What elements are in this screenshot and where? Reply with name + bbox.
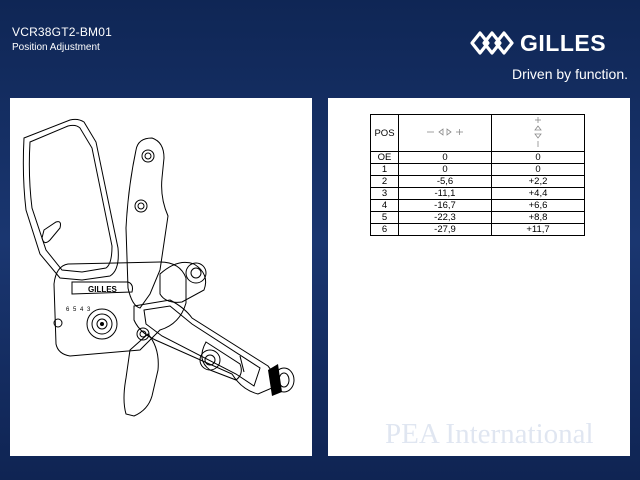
bolt-left xyxy=(53,318,63,328)
upper-link xyxy=(159,261,207,303)
position-number-4: 4 xyxy=(80,307,84,313)
bracket-hole-mid xyxy=(134,199,148,213)
cell-pos: 5 xyxy=(370,211,399,224)
table-row: OE 0 0 xyxy=(370,151,585,164)
bracket-hole-top-inner xyxy=(144,152,152,160)
heel-plate-slot xyxy=(41,221,61,244)
peg-rubber-band xyxy=(268,364,282,396)
heel-plate-outline xyxy=(22,118,119,281)
adjuster-cam-inner xyxy=(96,318,108,330)
cell-vertical: 0 xyxy=(491,151,585,164)
lower-link xyxy=(201,341,242,381)
table-row: 6 -27,9 +11,7 xyxy=(370,223,585,236)
cell-pos: 2 xyxy=(370,175,399,188)
position-number-3: 3 xyxy=(87,307,91,313)
bracket-outline xyxy=(125,137,169,309)
bracket-hole-mid-inner xyxy=(137,202,145,210)
cell-vertical: +6,6 xyxy=(491,199,585,212)
cell-pos: 1 xyxy=(370,163,399,176)
adjuster-cam-hub xyxy=(100,322,104,326)
heel-plate-inner xyxy=(28,124,113,273)
cell-vertical: +2,2 xyxy=(491,175,585,188)
bolt-lever xyxy=(136,327,150,341)
horizontal-adjust-arrows-icon xyxy=(427,127,463,136)
header: VCR38GT2-BM01 Position Adjustment xyxy=(12,25,112,53)
cell-horizontal: -27,9 xyxy=(398,223,492,236)
pivot-top-right xyxy=(185,262,207,284)
gilles-logo-icon xyxy=(470,31,514,55)
watermark: PEA International xyxy=(385,418,594,450)
position-number-5: 5 xyxy=(73,307,77,313)
pivot-bottom xyxy=(199,349,221,371)
adjuster-cam-outer xyxy=(86,308,118,340)
cell-vertical: +4,4 xyxy=(491,187,585,200)
cell-pos: 6 xyxy=(370,223,399,236)
cell-pos: 4 xyxy=(370,199,399,212)
cell-vertical: +8,8 xyxy=(491,211,585,224)
main-plate-outline xyxy=(53,261,187,357)
cell-horizontal: -16,7 xyxy=(398,199,492,212)
emboss-band xyxy=(71,281,133,295)
adjuster-cam-mid xyxy=(91,313,113,335)
table-row: 4 -16,7 +6,6 xyxy=(370,199,585,212)
brand-block: GILLES Driven by function. xyxy=(468,28,628,88)
brand-name: GILLES xyxy=(520,30,607,56)
bolt-lever-inner xyxy=(139,330,147,338)
emboss-text: GILLES xyxy=(88,285,118,294)
page-subtitle: Position Adjustment xyxy=(12,42,100,53)
pivot-bottom-inner xyxy=(204,354,216,366)
pivot-top-right-inner xyxy=(190,267,202,279)
cell-horizontal: -22,3 xyxy=(398,211,492,224)
header-horizontal xyxy=(398,114,492,152)
cell-vertical: 0 xyxy=(491,163,585,176)
position-adjustment-table: POS xyxy=(370,114,585,236)
cell-pos: 3 xyxy=(370,187,399,200)
product-code-title: VCR38GT2-BM01 xyxy=(12,25,112,39)
table-row: 2 -5,6 +2,2 xyxy=(370,175,585,188)
table-header-row: POS xyxy=(370,114,585,152)
lower-hanger xyxy=(123,333,159,417)
brand-tagline: Driven by function. xyxy=(512,66,628,82)
cell-horizontal: 0 xyxy=(398,151,492,164)
rearset-technical-drawing: GILLES 6 5 4 3 xyxy=(22,118,295,417)
position-number-6: 6 xyxy=(66,307,70,313)
table-panel: POS xyxy=(328,98,630,456)
table-row: 3 -11,1 +4,4 xyxy=(370,187,585,200)
lever-arm-inner xyxy=(143,305,261,387)
header-pos: POS xyxy=(370,114,399,152)
header-vertical xyxy=(491,114,585,152)
table-row: 1 0 0 xyxy=(370,163,585,176)
footpeg-stub xyxy=(239,355,245,373)
cell-pos: OE xyxy=(370,151,399,164)
bracket-hole-top xyxy=(141,149,155,163)
cell-horizontal: 0 xyxy=(398,163,492,176)
cell-horizontal: -5,6 xyxy=(398,175,492,188)
drawing-panel: GILLES 6 5 4 3 xyxy=(10,98,312,456)
vertical-adjust-arrows-icon xyxy=(534,116,542,147)
cell-vertical: +11,7 xyxy=(491,223,585,236)
cell-horizontal: -11,1 xyxy=(398,187,492,200)
table-row: 5 -22,3 +8,8 xyxy=(370,211,585,224)
